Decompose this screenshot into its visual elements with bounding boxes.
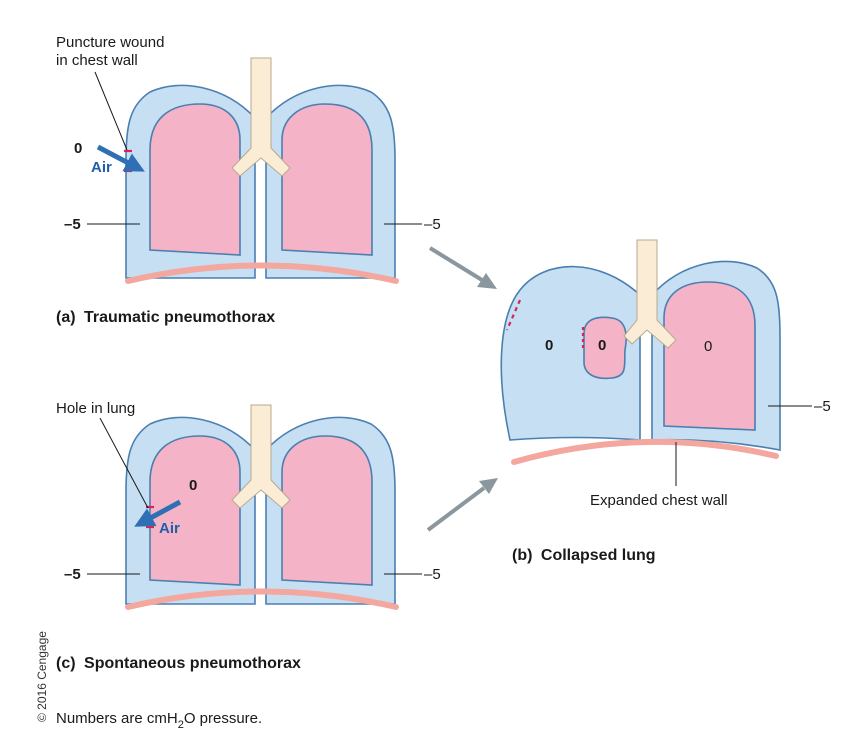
panel-a-outside-value: 0 bbox=[74, 140, 82, 157]
panel-a-diaphragm bbox=[125, 262, 399, 284]
panel-b-collapsed-lung: 0 0 0 –5 Expanded chest wall (b) Collaps… bbox=[500, 239, 831, 564]
panel-c-lung-value: 0 bbox=[189, 477, 197, 494]
arrow-c-to-b bbox=[426, 478, 498, 532]
panel-b-wound-mark bbox=[505, 299, 522, 331]
pressure-units-note: Numbers are cmH2O pressure. bbox=[56, 710, 262, 731]
panel-c-air-label: Air bbox=[159, 520, 180, 537]
panel-a-right-value: –5 bbox=[424, 216, 441, 233]
panel-a-air-label: Air bbox=[91, 159, 112, 176]
panel-c-left-lung bbox=[149, 435, 241, 586]
panel-a-air-arrow bbox=[96, 144, 145, 172]
panel-c-right-value: –5 bbox=[424, 566, 441, 583]
panel-b-caption: (b) Collapsed lung bbox=[512, 547, 656, 564]
panel-a-left-value: –5 bbox=[64, 216, 81, 233]
panel-b-left-space-value: 0 bbox=[545, 337, 553, 354]
arrow-a-to-b bbox=[428, 246, 497, 289]
panel-c-diaphragm bbox=[125, 588, 399, 610]
panel-a-callout-line2: in chest wall bbox=[56, 52, 138, 69]
panel-b-right-lung-value: 0 bbox=[704, 338, 712, 355]
panel-c-trachea bbox=[231, 404, 291, 509]
copyright-notice: © 2016 Cengage bbox=[35, 631, 49, 722]
panel-b-right-value: –5 bbox=[814, 398, 831, 415]
panel-b-chest-wall-label: Expanded chest wall bbox=[590, 492, 728, 509]
panel-b-right-lung bbox=[663, 281, 756, 431]
panel-c-callout: Hole in lung bbox=[56, 400, 135, 417]
panel-a-traumatic-pneumothorax: Puncture wound in chest wall 0 Air –5 –5… bbox=[56, 34, 441, 326]
panel-c-right-lung bbox=[281, 435, 373, 586]
panel-b-diaphragm bbox=[511, 438, 779, 465]
panel-a-right-lung bbox=[281, 103, 373, 256]
panel-b-collapsed-lung-value: 0 bbox=[598, 337, 606, 354]
panel-b-collapsed-left-lung bbox=[583, 316, 628, 380]
panel-a-callout-line1: Puncture wound bbox=[56, 34, 164, 51]
panel-b-trachea bbox=[623, 239, 677, 349]
panel-a-left-lung bbox=[149, 103, 241, 256]
panel-a-caption: (a) Traumatic pneumothorax bbox=[56, 309, 275, 326]
panel-c-air-arrow bbox=[134, 499, 182, 527]
panel-a-trachea bbox=[231, 57, 291, 177]
panel-c-caption: (c) Spontaneous pneumothorax bbox=[56, 655, 301, 672]
panel-c-callout-leader bbox=[99, 417, 149, 509]
panel-a-callout-leader bbox=[94, 71, 128, 151]
panel-c-spontaneous-pneumothorax: Hole in lung 0 Air –5 –5 (c) Spontaneous… bbox=[56, 400, 441, 672]
panel-c-left-value: –5 bbox=[64, 566, 81, 583]
panel-b-left-pleural-space bbox=[500, 265, 641, 441]
